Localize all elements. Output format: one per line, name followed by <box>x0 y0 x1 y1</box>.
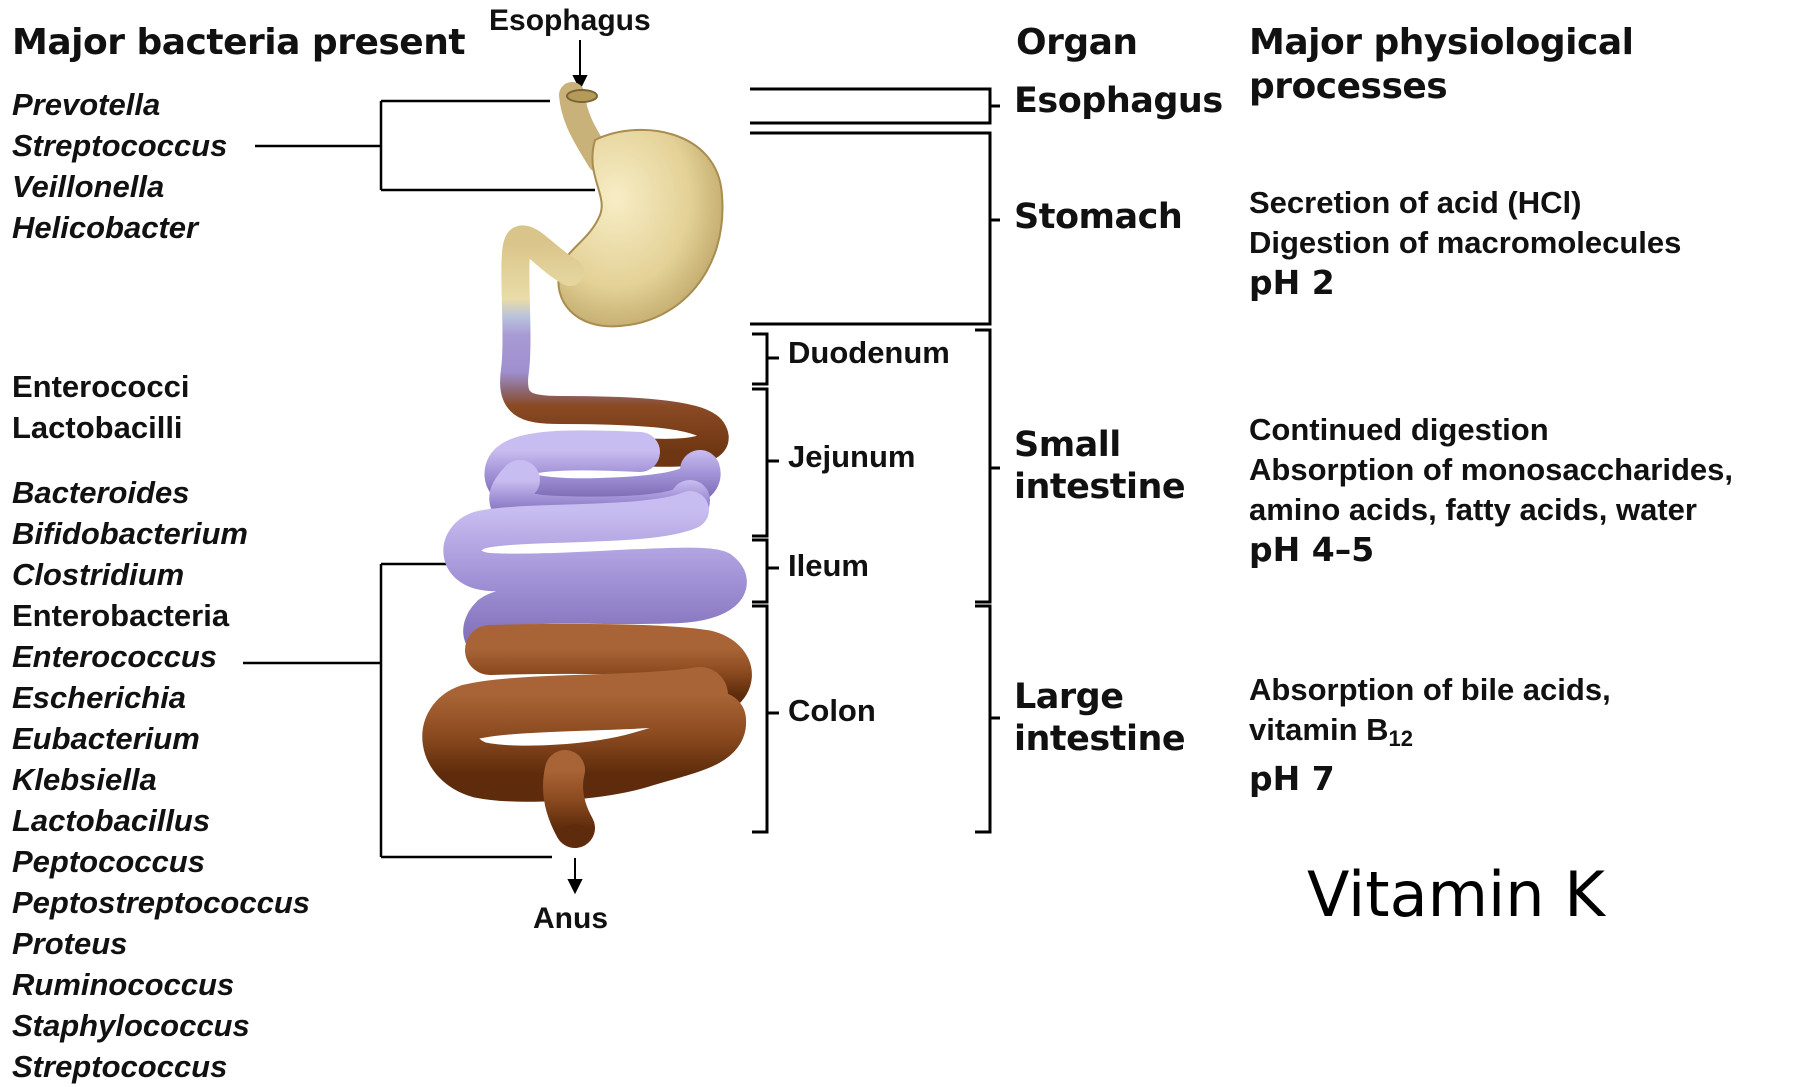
segment-colon: Colon <box>788 693 876 729</box>
organ-large-intestine: Large intestine <box>1014 676 1185 760</box>
list-item: Enterobacteria <box>12 595 310 636</box>
list-item: Prevotella <box>12 84 227 125</box>
process-line: Continued digestion <box>1249 410 1733 450</box>
segment-duodenum: Duodenum <box>788 335 950 371</box>
list-item: Peptococcus <box>12 841 310 882</box>
processes-header-line2: processes <box>1249 66 1447 107</box>
anus-label: Anus <box>533 902 608 936</box>
list-item: Streptococcus <box>12 125 227 166</box>
list-item: Bacteroides <box>12 472 310 513</box>
small-intestine-processes: Continued digestion Absorption of monosa… <box>1249 410 1733 569</box>
list-item: Enterococci <box>12 366 310 407</box>
list-item: Eubacterium <box>12 718 310 759</box>
subscript: 12 <box>1389 726 1413 751</box>
segment-jejunum: Jejunum <box>788 439 915 475</box>
process-text: vitamin B <box>1249 712 1389 747</box>
process-line: Absorption of bile acids, <box>1249 670 1611 710</box>
ph-value: pH 4–5 <box>1249 530 1733 569</box>
upper-bacteria-list: Prevotella Streptococcus Veillonella Hel… <box>12 84 227 248</box>
organ-header: Organ <box>1016 22 1138 63</box>
ph-value: pH 2 <box>1249 263 1681 302</box>
tract-illustration <box>450 90 728 844</box>
segment-brackets <box>752 334 779 832</box>
list-item: Peptostreptococcus <box>12 882 310 923</box>
organ-stomach: Stomach <box>1014 196 1182 238</box>
bacteria-header: Major bacteria present <box>12 22 465 63</box>
process-line: Secretion of acid (HCl) <box>1249 183 1681 223</box>
list-item: Lactobacillus <box>12 800 310 841</box>
rectum <box>561 824 589 844</box>
process-line: Absorption of monosaccharides, <box>1249 450 1733 490</box>
list-item: Helicobacter <box>12 207 227 248</box>
ph-value: pH 7 <box>1249 759 1611 798</box>
list-item: Clostridium <box>12 554 310 595</box>
organ-esophagus: Esophagus <box>1014 80 1223 122</box>
stomach-shape <box>558 130 722 326</box>
list-item: Streptococcus <box>12 1046 310 1087</box>
process-line: amino acids, fatty acids, water <box>1249 490 1733 530</box>
list-item: Staphylococcus <box>12 1005 310 1046</box>
stomach-processes: Secretion of acid (HCl) Digestion of mac… <box>1249 183 1681 302</box>
list-item: Lactobacilli <box>12 407 310 448</box>
lower-bacteria-list: Enterococci Lactobacilli Bacteroides Bif… <box>12 366 310 1087</box>
processes-header-line1: Major physiological <box>1249 22 1634 63</box>
list-item: Klebsiella <box>12 759 310 800</box>
process-line: Digestion of macromolecules <box>1249 223 1681 263</box>
vitamin-k-note: Vitamin K <box>1307 858 1605 931</box>
list-item: Ruminococcus <box>12 964 310 1005</box>
upper-bacteria-connector <box>255 101 595 190</box>
process-line: vitamin B12 <box>1249 710 1611 759</box>
list-item: Veillonella <box>12 166 227 207</box>
esophagus-opening <box>567 90 597 102</box>
organ-small-intestine-line1: Small <box>1014 424 1185 466</box>
colon <box>450 649 727 828</box>
large-intestine-processes: Absorption of bile acids, vitamin B12 pH… <box>1249 670 1611 798</box>
organ-large-intestine-line1: Large <box>1014 676 1185 718</box>
list-item: Bifidobacterium <box>12 513 310 554</box>
organ-small-intestine: Small intestine <box>1014 424 1185 508</box>
segment-ileum: Ileum <box>788 548 869 584</box>
list-item: Escherichia <box>12 677 310 718</box>
organ-small-intestine-line2: intestine <box>1014 466 1185 508</box>
esophagus-top-label: Esophagus <box>489 4 651 38</box>
organ-large-intestine-line2: intestine <box>1014 718 1185 760</box>
list-item: Proteus <box>12 923 310 964</box>
list-item: Enterococcus <box>12 636 310 677</box>
